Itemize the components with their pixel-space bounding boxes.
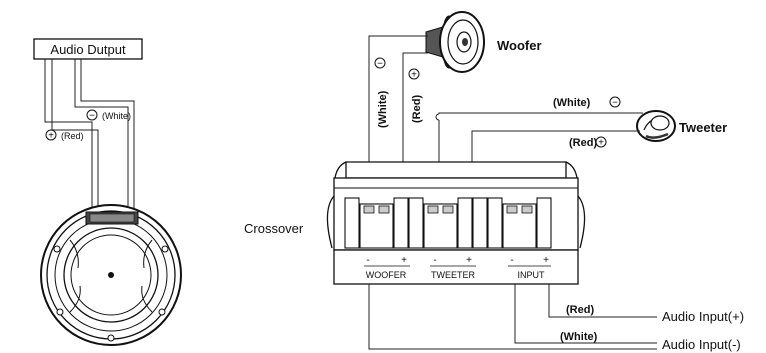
audio-output-box: Audio Dutput xyxy=(33,38,143,60)
audio-output-label: Audio Dutput xyxy=(50,42,126,57)
woofer-white-label: (White) xyxy=(377,90,389,128)
woofer-label: Woofer xyxy=(497,38,542,53)
subwoofer-speaker-icon xyxy=(40,204,182,346)
audio-input-plus: (Red) Audio Input(+) xyxy=(566,304,744,324)
minus-sign-icon: − xyxy=(89,111,95,122)
left-minus-wire-label: − (White) xyxy=(86,109,131,122)
left-plus-wire-label: + (Red) xyxy=(45,129,84,142)
tweeter-group-label: TWEETER xyxy=(431,270,475,280)
tweeter-group-plus: + xyxy=(466,255,472,266)
woofer-red-label: (Red) xyxy=(411,95,423,123)
woofer-speaker-icon xyxy=(425,11,485,73)
input-group-label: INPUT xyxy=(518,270,546,280)
terminal-tweeter xyxy=(408,197,473,249)
woofer-group-label: WOOFER xyxy=(366,270,407,280)
woofer-plus-sign-icon: + xyxy=(411,70,417,81)
audio-input-minus: (White) Audio Input(-) xyxy=(560,331,741,352)
tweeter-red-label: (Red) xyxy=(569,137,597,149)
woofer-wires xyxy=(368,35,428,198)
tweeter-plus-wire-label: (Red) + xyxy=(569,136,607,149)
tweeter-minus-wire-label: (White) − xyxy=(553,96,621,109)
tweeter-speaker-icon xyxy=(636,110,676,142)
plus-sign-icon: + xyxy=(48,131,54,142)
input-group-minus: - xyxy=(510,255,513,266)
input-group-plus: + xyxy=(543,255,549,266)
left-red-label: (Red) xyxy=(61,131,84,141)
input-wires xyxy=(368,284,657,350)
terminal-input xyxy=(472,197,552,249)
tweeter-white-label: (White) xyxy=(553,97,591,109)
crossover-terminals xyxy=(344,197,552,249)
tweeter-group-minus: - xyxy=(433,255,436,266)
tweeter-plus-sign-icon: + xyxy=(598,138,604,149)
left-wires xyxy=(44,59,135,212)
terminal-woofer xyxy=(344,197,409,249)
crossover-group-labels: - + WOOFER - + TWEETER - + INPUT xyxy=(364,255,551,280)
woofer-minus-wire-label: (White) − xyxy=(374,57,389,128)
tweeter-minus-sign-icon: − xyxy=(612,98,618,109)
input-red-label: (Red) xyxy=(566,304,594,316)
tweeter-label: Tweeter xyxy=(679,120,727,135)
left-white-label: (White) xyxy=(102,111,131,121)
input-white-label: (White) xyxy=(560,331,598,343)
crossover-label: Crossover xyxy=(244,221,304,236)
woofer-group-plus: + xyxy=(401,255,407,266)
woofer-minus-sign-icon: − xyxy=(377,59,383,70)
audio-input-minus-label: Audio Input(-) xyxy=(662,337,741,352)
woofer-plus-wire-label: (Red) + xyxy=(408,68,423,123)
audio-input-plus-label: Audio Input(+) xyxy=(662,309,744,324)
woofer-group-minus: - xyxy=(366,255,369,266)
